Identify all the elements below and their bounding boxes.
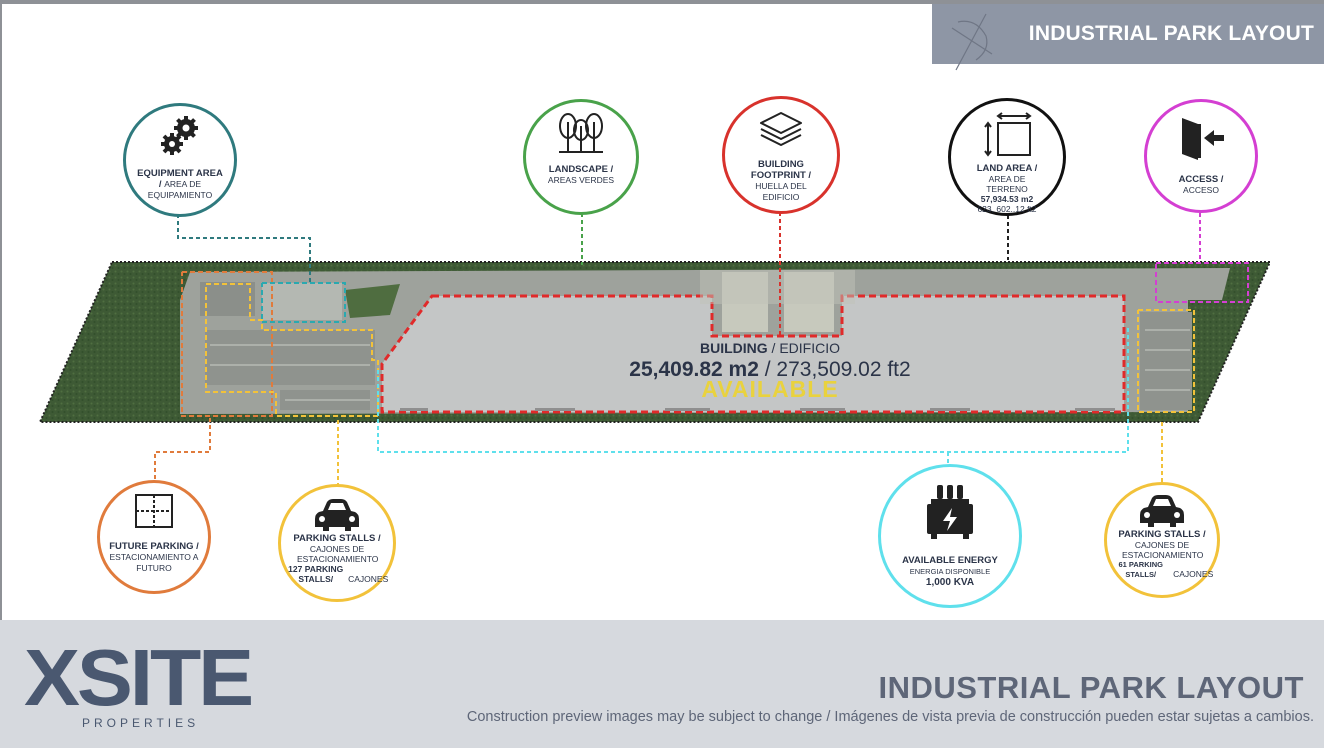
building-info: BUILDING / EDIFICIO 25,409.82 m2 / 273,5… (560, 340, 980, 402)
future-parking-icon (135, 494, 173, 528)
land-value: 57,934.53 m2 (980, 194, 1034, 204)
left-border (0, 0, 2, 620)
parking1-count-es: CAJONES (348, 574, 389, 584)
parking2-count: 61 PARKING STALLS/ (1118, 560, 1163, 579)
parking2-title: PARKING STALLS / (1118, 529, 1206, 540)
building-label: BUILDING (699, 340, 768, 356)
equipment-sep: / (158, 179, 162, 190)
land-title: LAND AREA / (976, 163, 1038, 174)
logo-text: XSITE (24, 633, 254, 722)
building-footprint (380, 294, 1126, 414)
callout-land-area: LAND AREA / AREA DE TERRENO 57,934.53 m2… (948, 98, 1066, 216)
header-title-box: INDUSTRIAL PARK LAYOUT (932, 4, 1324, 71)
building-area-ft2: 273,509.02 ft2 (776, 358, 911, 381)
energy-value: 1,000 KVA (925, 577, 975, 588)
compass-icon (951, 13, 993, 71)
xsite-logo: XSITE PROPERTIES (24, 638, 254, 731)
callout-landscape: LANDSCAPE / AREAS VERDES (523, 99, 639, 215)
availability-badge: AVAILABLE (701, 376, 839, 402)
footer: XSITE PROPERTIES INDUSTRIAL PARK LAYOUT … (0, 620, 1324, 748)
land-sub: AREA DE TERRENO (986, 174, 1028, 194)
land-area-icon (984, 112, 1032, 157)
access-icon (1182, 118, 1224, 160)
equipment-title: EQUIPMENT AREA (137, 168, 223, 179)
gears-icon (161, 116, 198, 155)
parking1-title: PARKING STALLS / (293, 533, 381, 544)
parking1-count: 127 PARKING STALLS/ (288, 564, 344, 584)
callout-equipment-area: EQUIPMENT AREA / AREA DE EQUIPAMIENTO (123, 103, 237, 217)
callout-future-parking: FUTURE PARKING / ESTACIONAMIENTO A FUTUR… (97, 480, 211, 594)
trees-icon (559, 113, 603, 153)
equipment-sub: AREA DE EQUIPAMIENTO (147, 179, 213, 200)
logo-subtext: PROPERTIES (82, 716, 200, 730)
parking2-sub: CAJONES DE ESTACIONAMIENTO (1122, 540, 1204, 560)
building-area-m2: 25,409.82 m2 (629, 358, 759, 381)
footer-title: INDUSTRIAL PARK LAYOUT (878, 670, 1304, 705)
future-title: FUTURE PARKING / (109, 541, 199, 552)
layers-icon (760, 112, 802, 146)
top-border (0, 0, 1324, 4)
land-value-ft2: 623, 602..12 ft2 (977, 204, 1037, 214)
energy-title: AVAILABLE ENERGY (902, 555, 998, 566)
callout-parking-stalls-west: PARKING STALLS / CAJONES DE ESTACIONAMIE… (278, 484, 396, 602)
transformer-icon (927, 485, 973, 539)
energy-sub: ENERGIA DISPONIBLE (909, 567, 991, 576)
landscape-sub: AREAS VERDES (547, 175, 615, 185)
access-title: ACCESS / (1178, 174, 1224, 185)
callout-access: ACCESS / ACCESO (1144, 99, 1258, 213)
access-sub: ACCESO (1183, 185, 1219, 195)
callout-available-energy: AVAILABLE ENERGY ENERGIA DISPONIBLE 1,00… (878, 464, 1022, 608)
landscape-title: LANDSCAPE / (548, 164, 614, 175)
building-label-es: EDIFICIO (779, 340, 840, 356)
footprint-sub: HUELLA DEL EDIFICIO (755, 181, 807, 202)
footprint-title: BUILDING FOOTPRINT / (750, 159, 812, 181)
car-icon (1140, 495, 1184, 527)
parking1-sub: CAJONES DE ESTACIONAMIENTO (297, 544, 379, 564)
callout-parking-stalls-east: PARKING STALLS / CAJONES DE ESTACIONAMIE… (1104, 482, 1220, 598)
site-plan (38, 212, 1272, 486)
callout-building-footprint: BUILDING FOOTPRINT / HUELLA DEL EDIFICIO (722, 96, 840, 214)
car-icon (315, 499, 359, 531)
footer-disclaimer: Construction preview images may be subje… (466, 709, 1314, 725)
parking2-count-es: CAJONES (1173, 569, 1214, 579)
page-title: INDUSTRIAL PARK LAYOUT (1028, 22, 1314, 45)
future-sub: ESTACIONAMIENTO A FUTURO (109, 552, 199, 573)
